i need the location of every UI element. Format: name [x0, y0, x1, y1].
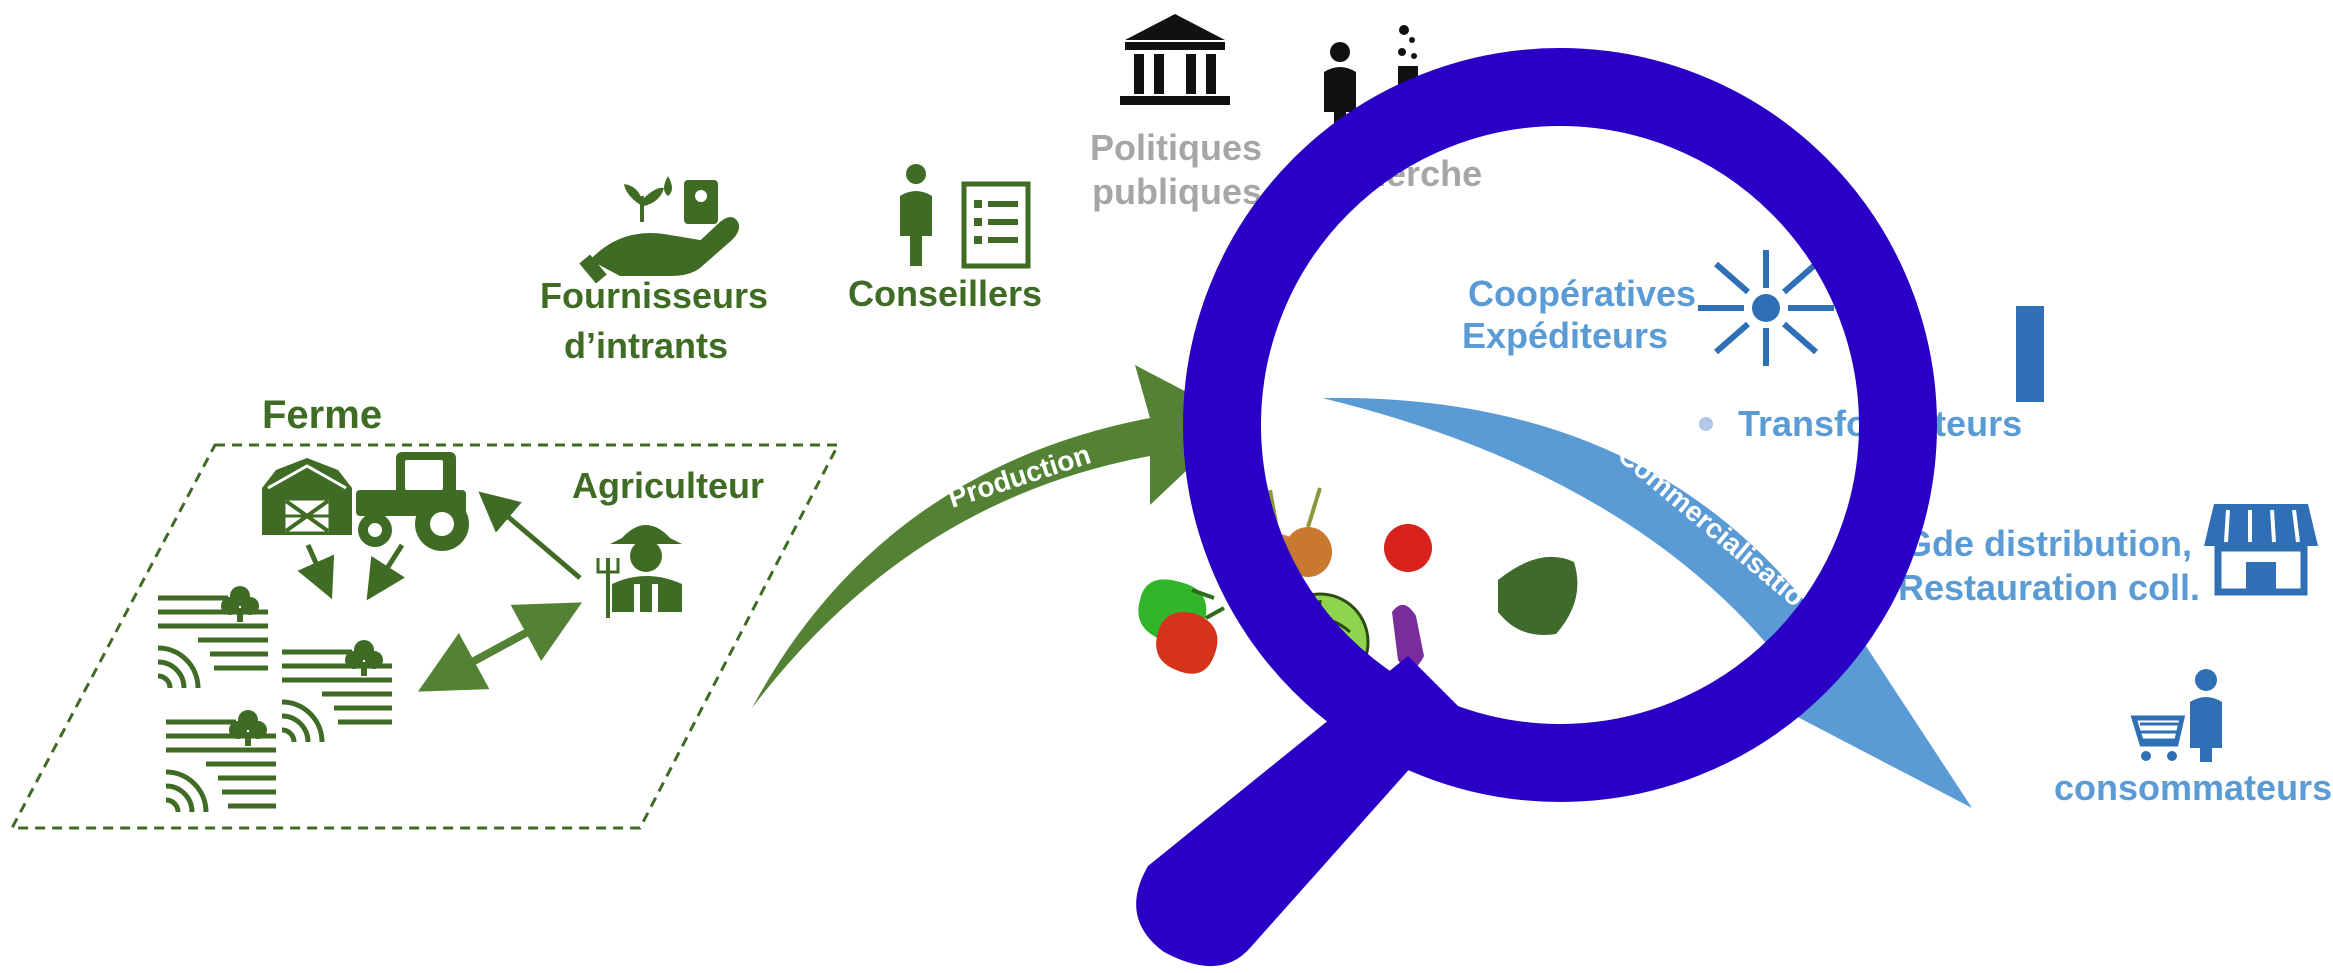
farmer-field-double-arrow — [417, 602, 583, 692]
cooperatives-label: Coopératives — [1468, 273, 1696, 314]
tree-icon — [221, 586, 383, 746]
farm-label: Ferme — [262, 393, 382, 437]
suppliers-label-line2: d’intrants — [564, 325, 728, 366]
converging-arrows-icon — [1698, 250, 1834, 366]
tractor-icon — [356, 452, 469, 551]
barn-icon — [262, 458, 352, 535]
production-label: Production — [944, 439, 1094, 514]
cooperatives-label-line2: Expéditeurs — [1462, 315, 1668, 356]
store-icon — [2204, 504, 2318, 596]
shopping-cart-person-icon — [2130, 669, 2222, 762]
field-icon — [157, 595, 392, 813]
retail-label-line2: Restauration coll. — [1898, 567, 2200, 608]
tractor-to-field-arrow — [366, 543, 405, 601]
farmer-label: Agriculteur — [572, 465, 764, 506]
consumers-label: consommateurs — [2054, 767, 2332, 808]
seedling-hand-icon — [579, 176, 740, 284]
advisors-group: Conseillers — [848, 164, 1042, 314]
suppliers-group: Fournisseurs d’intrants — [540, 176, 768, 366]
processors-bullet — [1699, 417, 1713, 431]
policy-group: Politiques publiques — [1090, 14, 1262, 212]
factory-icon — [2016, 306, 2044, 402]
policy-label-line2: publiques — [1092, 171, 1262, 212]
farm-boundary — [9, 443, 841, 830]
government-building-icon — [1120, 14, 1230, 105]
farmer-to-tractor-arrow — [478, 491, 582, 580]
retail-label: Gde distribution, — [1904, 523, 2192, 564]
barn-to-field-arrow — [297, 543, 335, 600]
policy-label: Politiques — [1090, 127, 1262, 168]
magnifying-glass-icon — [1136, 48, 1937, 967]
advisor-checklist-icon — [900, 164, 1031, 269]
farm-area: Ferme — [9, 393, 841, 830]
suppliers-label: Fournisseurs — [540, 275, 768, 316]
farmer-icon — [596, 525, 682, 618]
advisors-label: Conseillers — [848, 273, 1042, 314]
